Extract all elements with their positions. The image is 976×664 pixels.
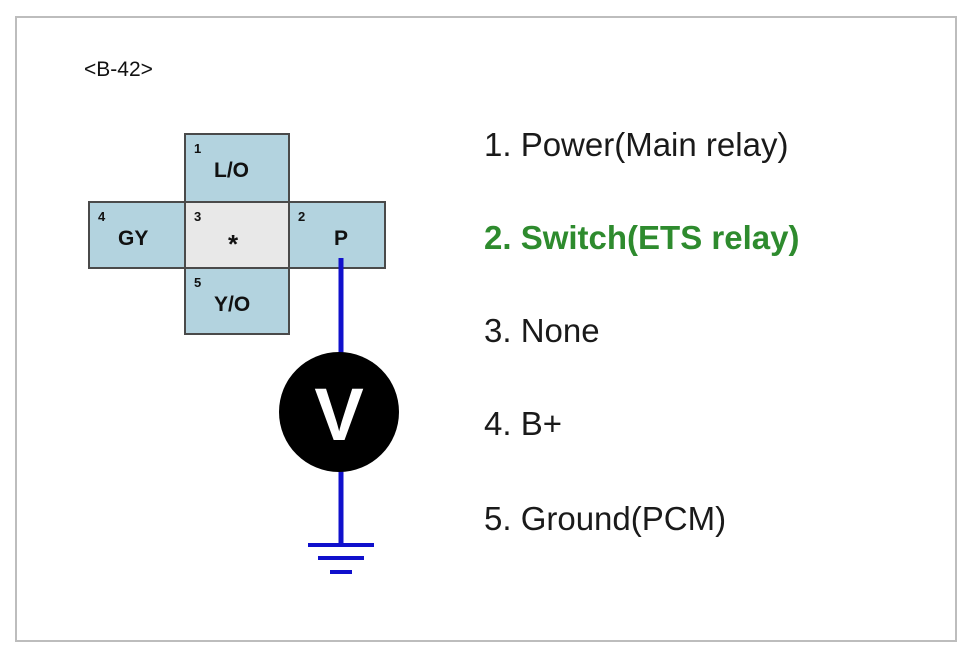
legend-item-3: 3. None xyxy=(484,312,600,349)
pin-1-wire: L/O xyxy=(214,159,249,182)
pin-2-number: 2 xyxy=(298,209,306,224)
diagram-frame xyxy=(15,16,957,642)
pin-1-cell: 1 L/O xyxy=(184,133,290,203)
voltmeter-icon xyxy=(279,352,399,472)
pin-5-wire: Y/O xyxy=(214,293,251,316)
pin-2-cell: 2 P xyxy=(288,201,386,269)
connector-id: <B-42> xyxy=(84,58,153,81)
ground-icon xyxy=(308,543,374,574)
legend-item-4: 4. B+ xyxy=(484,405,562,442)
pin-1-number: 1 xyxy=(194,141,202,156)
pin-3-cell: 3 * xyxy=(184,201,290,269)
pin-2-wire: P xyxy=(334,227,349,250)
voltmeter-symbol: V xyxy=(314,373,363,456)
pin-5-number: 5 xyxy=(194,275,202,290)
legend-item-2: 2. Switch(ETS relay) xyxy=(484,219,800,256)
pin-4-wire: GY xyxy=(118,227,149,250)
pin-5-cell: 5 Y/O xyxy=(184,267,290,335)
legend-item-5: 5. Ground(PCM) xyxy=(484,500,727,537)
pin-3-wire: * xyxy=(228,229,239,259)
legend-item-1: 1. Power(Main relay) xyxy=(484,126,789,163)
pin-3-number: 3 xyxy=(194,209,202,224)
pin-4-number: 4 xyxy=(98,209,106,224)
